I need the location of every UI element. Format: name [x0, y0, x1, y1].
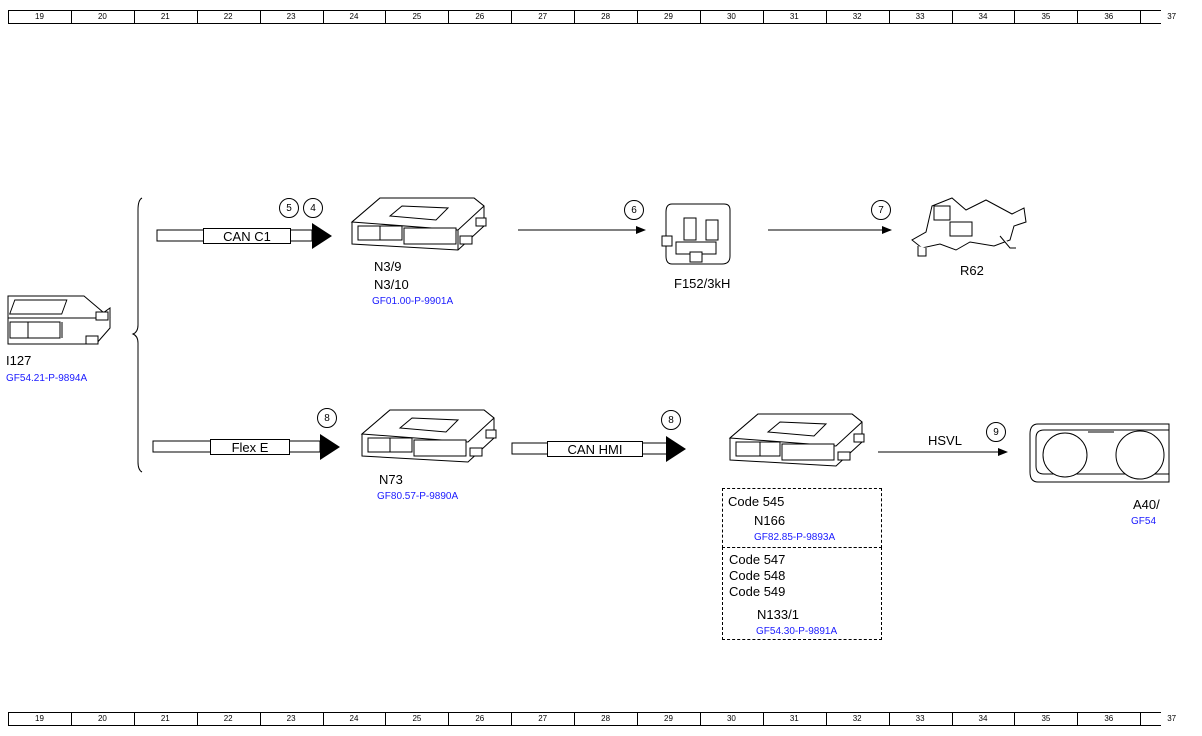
ruler-column-27: 27 [511, 11, 573, 23]
a40-ref[interactable]: GF54 [1131, 516, 1157, 527]
i127-label: I127 [6, 353, 32, 368]
ruler-column-35: 35 [1014, 713, 1076, 725]
component-r62 [911, 197, 1027, 257]
ruler-column-23: 23 [259, 713, 322, 725]
ruler-column-21: 21 [133, 11, 196, 23]
ruler-column-19: 19 [8, 713, 70, 725]
hsvl-label: HSVL [928, 433, 962, 448]
top-ruler [8, 10, 1161, 24]
ruler-column-28: 28 [574, 11, 636, 23]
ruler-column-25: 25 [385, 713, 447, 725]
n3-9-label: N3/9 [374, 259, 402, 274]
marker-6: 6 [624, 200, 644, 220]
ruler-column-27: 27 [511, 713, 573, 725]
ruler-column-29: 29 [637, 11, 699, 23]
ruler-column-20: 20 [70, 713, 133, 725]
ruler-column-34: 34 [951, 713, 1014, 725]
flex-e-label: Flex E [210, 439, 290, 455]
control-unit-n73 [360, 409, 497, 463]
ruler-column-24: 24 [322, 713, 385, 725]
n73-label: N73 [379, 472, 403, 487]
ruler-column-31: 31 [762, 11, 825, 23]
n73-ref[interactable]: GF80.57-P-9890A [377, 491, 459, 502]
code-545-label: Code 545 [728, 494, 785, 509]
arrow-n3-to-f152-head [636, 226, 646, 234]
ruler-column-26: 26 [448, 11, 510, 23]
control-unit-n166 [728, 413, 865, 467]
ruler-column-22: 22 [196, 11, 259, 23]
ruler-column-35: 35 [1014, 11, 1076, 23]
ruler-column-34: 34 [951, 11, 1014, 23]
ruler-column-30: 30 [699, 713, 762, 725]
option-box-code-547-549 [722, 547, 882, 640]
ruler-column-33: 33 [888, 11, 951, 23]
diagram-drawing [7, 197, 1170, 483]
n133-label: N133/1 [757, 607, 799, 622]
ruler-column-25: 25 [385, 11, 447, 23]
can-c1-label: CAN C1 [203, 228, 291, 244]
group-bracket [131, 197, 143, 473]
marker-8-hmi: 8 [661, 410, 681, 430]
marker-5: 5 [279, 198, 299, 218]
instrument-cluster-a40 [1029, 423, 1170, 483]
ruler-column-37: 37 [1140, 11, 1202, 23]
n166-ref[interactable]: GF82.85-P-9893A [754, 532, 836, 543]
ruler-column-37: 37 [1140, 713, 1202, 725]
i127-ref[interactable]: GF54.21-P-9894A [6, 373, 88, 384]
code-548-label: Code 548 [729, 568, 786, 583]
ruler-column-23: 23 [259, 11, 322, 23]
n166-label: N166 [754, 513, 786, 528]
marker-9: 9 [986, 422, 1006, 442]
ruler-column-19: 19 [8, 11, 70, 23]
arrow-f152-to-r62-head [882, 226, 892, 234]
ruler-column-33: 33 [888, 713, 951, 725]
r62-label: R62 [960, 263, 984, 278]
ruler-column-28: 28 [574, 713, 636, 725]
marker-7: 7 [871, 200, 891, 220]
marker-4: 4 [303, 198, 323, 218]
flex-e-arrowhead [320, 434, 340, 460]
ruler-column-29: 29 [637, 713, 699, 725]
n3-ref[interactable]: GF01.00-P-9901A [372, 296, 454, 307]
ruler-column-26: 26 [448, 713, 510, 725]
can-hmi-label: CAN HMI [547, 441, 643, 457]
f152-label: F152/3kH [674, 276, 731, 291]
ruler-column-36: 36 [1077, 11, 1139, 23]
ruler-column-22: 22 [196, 713, 259, 725]
a40-label: A40/ [1133, 497, 1160, 512]
code-549-label: Code 549 [729, 584, 786, 599]
relay-f152 [661, 203, 731, 265]
ruler-column-20: 20 [70, 11, 133, 23]
control-unit-n3 [350, 197, 487, 251]
ruler-column-24: 24 [322, 11, 385, 23]
can-hmi-arrowhead [666, 436, 686, 462]
ruler-column-21: 21 [133, 713, 196, 725]
ruler-column-32: 32 [825, 11, 888, 23]
arrow-hsvl-head [998, 448, 1008, 456]
ruler-column-36: 36 [1077, 713, 1139, 725]
control-unit-i127 [7, 295, 111, 345]
can-c1-arrowhead [312, 223, 332, 249]
bottom-ruler [8, 712, 1161, 726]
code-547-label: Code 547 [729, 552, 786, 567]
n3-10-label: N3/10 [374, 277, 409, 292]
ruler-column-30: 30 [699, 11, 762, 23]
marker-8-flex: 8 [317, 408, 337, 428]
ruler-column-31: 31 [762, 713, 825, 725]
ruler-column-32: 32 [825, 713, 888, 725]
n133-ref[interactable]: GF54.30-P-9891A [756, 626, 838, 637]
